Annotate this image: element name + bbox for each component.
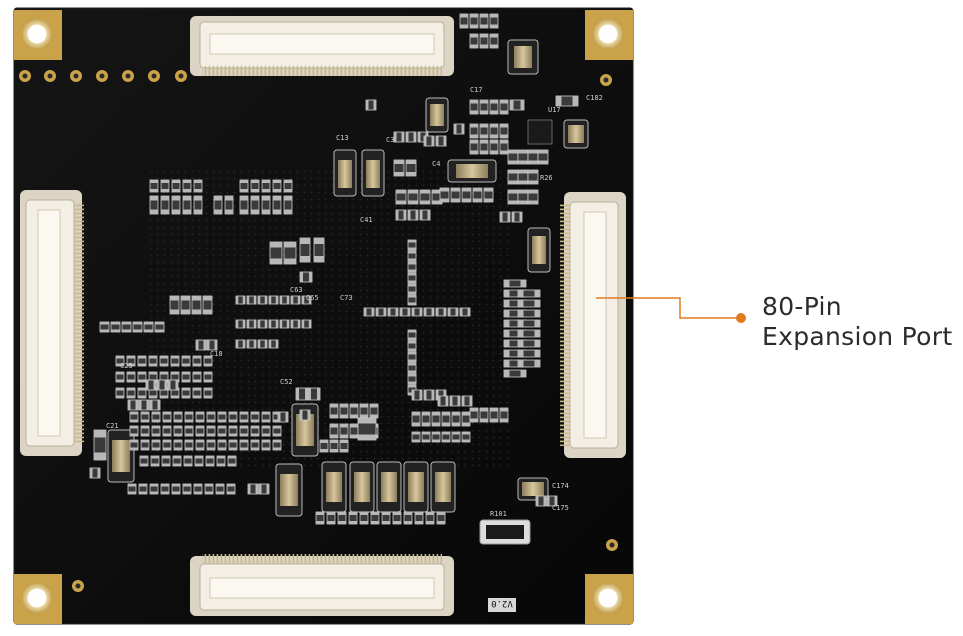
svg-text:C3: C3: [386, 136, 394, 144]
callout-label: 80-Pin Expansion Port: [762, 292, 952, 352]
svg-text:C63: C63: [290, 286, 303, 294]
connector-top: [190, 16, 454, 76]
svg-text:C52: C52: [280, 378, 293, 386]
callout-line-1: 80-Pin: [762, 292, 842, 321]
svg-text:C65: C65: [306, 294, 319, 302]
svg-text:C73: C73: [340, 294, 353, 302]
svg-text:R26: R26: [540, 174, 553, 182]
svg-text:C182: C182: [586, 94, 603, 102]
callout-leader: [596, 297, 746, 323]
svg-text:C13: C13: [336, 134, 349, 142]
mounting-holes: [14, 10, 633, 624]
svg-text:C4: C4: [432, 160, 440, 168]
callout-line-2: Expansion Port: [762, 322, 953, 351]
test-points: [19, 70, 618, 592]
connector-bottom: [190, 554, 454, 616]
svg-text:C23: C23: [120, 362, 133, 370]
ic-chip: [527, 119, 553, 145]
silkscreen: C13 C4 C17 C63 C65 R26 U17 C182 C174 C17…: [106, 86, 603, 518]
connector-right: [560, 192, 626, 458]
svg-text:C17: C17: [470, 86, 483, 94]
smd-passives: [89, 13, 579, 525]
connector-left: [20, 190, 84, 456]
svg-text:C18: C18: [210, 350, 223, 358]
svg-text:R101: R101: [490, 510, 507, 518]
large-components: [107, 39, 589, 545]
svg-text:C174: C174: [552, 482, 569, 490]
svg-text:C175: C175: [552, 504, 569, 512]
svg-text:U17: U17: [548, 106, 561, 114]
svg-text:C21: C21: [106, 422, 119, 430]
svg-text:C41: C41: [360, 216, 373, 224]
revision-label: V2.0: [491, 598, 513, 608]
